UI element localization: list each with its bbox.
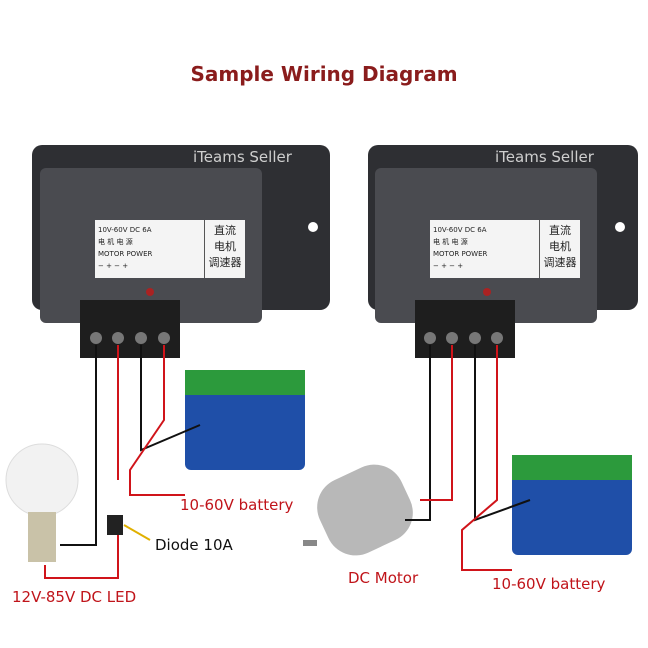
controller-label-right: 10V-60V DC 6A 电 机 电 源 MOTOR POWER − + − … xyxy=(430,220,580,278)
watermark: iTeams Seller xyxy=(193,148,292,166)
cn-name: 直流 xyxy=(549,224,571,237)
dc-motor xyxy=(303,464,413,556)
led-label: 12V-85V DC LED xyxy=(12,588,137,606)
polarity-text: − + − + xyxy=(433,262,464,270)
power-text: POWER xyxy=(461,250,488,258)
motor-text: MOTOR xyxy=(98,250,125,258)
motor-cn: 电 机 xyxy=(98,238,115,246)
battery-left-label: 10-60V battery xyxy=(180,496,294,514)
power-text: POWER xyxy=(126,250,153,258)
motor-text: MOTOR xyxy=(433,250,460,258)
watermark: iTeams Seller xyxy=(495,148,594,166)
diode-label: Diode 10A xyxy=(155,536,233,554)
controller-label-left: 10V-60V DC 6A 电 机 电 源 MOTOR POWER − + − … xyxy=(95,220,245,278)
motor-label: DC Motor xyxy=(348,569,419,587)
battery-right-label: 10-60V battery xyxy=(492,575,606,593)
cn-name: 电机 xyxy=(214,240,236,253)
spec-text: 10V-60V DC 6A xyxy=(98,226,152,234)
power-cn: 电 源 xyxy=(116,238,133,246)
cn-name: 调速器 xyxy=(543,256,577,269)
spec-text: 10V-60V DC 6A xyxy=(433,226,487,234)
diagram-title: Sample Wiring Diagram xyxy=(190,62,458,86)
motor-cn: 电 机 xyxy=(433,238,450,246)
cn-name: 电机 xyxy=(549,240,571,253)
battery-left xyxy=(185,370,305,470)
power-cn: 电 源 xyxy=(451,238,468,246)
polarity-text: − + − + xyxy=(98,262,129,270)
cn-name: 调速器 xyxy=(208,256,242,269)
cn-name: 直流 xyxy=(214,224,236,237)
led-bulb xyxy=(5,443,79,562)
diode xyxy=(107,515,123,535)
battery-right xyxy=(512,455,632,555)
